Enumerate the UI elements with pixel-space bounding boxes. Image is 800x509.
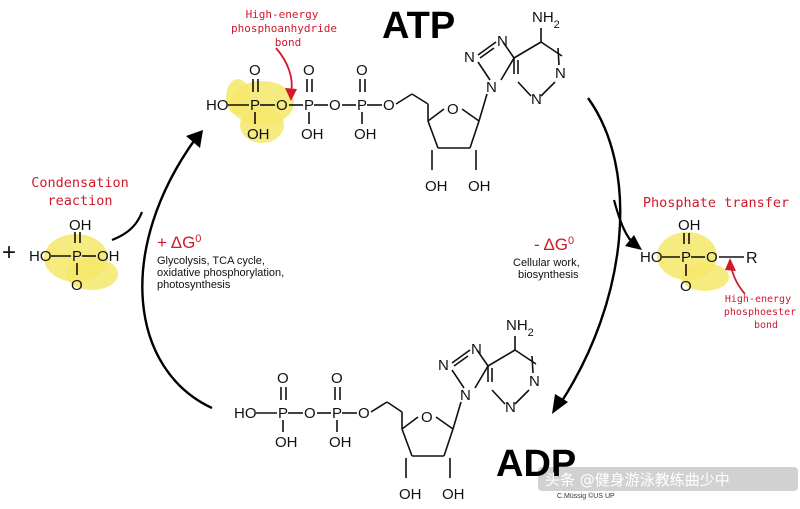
svg-text:P: P — [681, 249, 691, 266]
svg-text:O: O — [71, 277, 83, 294]
condensation-label: Condensation — [31, 175, 129, 191]
svg-text:O: O — [277, 370, 289, 387]
svg-text:Glycolysis, TCA cycle,: Glycolysis, TCA cycle, — [157, 255, 265, 267]
svg-text:N: N — [529, 373, 540, 390]
atp-title: ATP — [382, 5, 455, 47]
svg-text:N: N — [460, 387, 471, 404]
svg-text:OH: OH — [442, 486, 465, 503]
highlight-transfer-phosphate — [657, 232, 729, 291]
svg-text:- ΔG0: - ΔG0 — [534, 235, 574, 254]
adp-title: ADP — [496, 443, 576, 485]
free-phosphate: + HO P OH OH O — [2, 217, 120, 294]
atp-ho-label: HO — [206, 97, 229, 114]
annotation-ester-bond: High-energy phosphoester bond — [724, 258, 796, 331]
adp-molecule: HO P O P O O O OH OH — [234, 317, 540, 503]
svg-text:OH: OH — [69, 217, 92, 234]
atp-o3: O — [383, 97, 395, 114]
svg-text:O: O — [356, 62, 368, 79]
svg-text:OH: OH — [425, 178, 448, 195]
svg-text:OH: OH — [354, 126, 377, 143]
svg-text:phosphoester: phosphoester — [724, 307, 796, 318]
atp-nh2: NH2 — [532, 9, 560, 31]
svg-text:bond: bond — [754, 320, 778, 331]
svg-text:OH: OH — [329, 434, 352, 451]
svg-text:High-energy: High-energy — [246, 8, 319, 21]
svg-text:O: O — [331, 370, 343, 387]
atp-molecule: HO P O P O P O O O O OH OH OH — [206, 9, 566, 195]
svg-text:O: O — [447, 101, 459, 118]
svg-text:O: O — [680, 278, 692, 295]
watermark: 头条 @健身游泳教练曲少中 — [538, 467, 798, 491]
svg-text:OH: OH — [275, 434, 298, 451]
adp-nh2: NH2 — [506, 317, 534, 339]
atp-p2: P — [304, 97, 314, 114]
svg-text:oxidative phosphorylation,: oxidative phosphorylation, — [157, 267, 284, 279]
svg-text:O: O — [249, 62, 261, 79]
svg-text:+ ΔG0: + ΔG0 — [157, 233, 201, 252]
svg-text:OH: OH — [468, 178, 491, 195]
phosphate-transfer-label: Phosphate transfer — [643, 195, 789, 211]
credit-text: C.Müssig ©US UP — [557, 492, 615, 500]
svg-text:photosynthesis: photosynthesis — [157, 279, 231, 291]
annotation-anhydride-bond: High-energy phosphoanhydride bond — [231, 8, 337, 101]
svg-text:OH: OH — [399, 486, 422, 503]
svg-text:P: P — [278, 405, 288, 422]
highlight-free-phosphate — [44, 234, 118, 290]
svg-text:High-energy: High-energy — [725, 294, 791, 305]
svg-text:OH: OH — [97, 248, 120, 265]
minus-delta-g: - ΔG0 Cellular work, biosynthesis — [513, 235, 580, 281]
svg-text:R: R — [746, 250, 758, 267]
svg-text:头条 @健身游泳教练曲少中: 头条 @健身游泳教练曲少中 — [545, 471, 730, 489]
svg-text:OH: OH — [301, 126, 324, 143]
svg-text:N: N — [531, 91, 542, 108]
svg-text:N: N — [438, 357, 449, 374]
atp-p1: P — [250, 97, 260, 114]
svg-text:OH: OH — [247, 126, 270, 143]
svg-text:N: N — [464, 49, 475, 66]
svg-text:Cellular work,: Cellular work, — [513, 257, 580, 269]
svg-text:O: O — [706, 249, 718, 266]
svg-text:HO: HO — [234, 405, 257, 422]
svg-text:O: O — [303, 62, 315, 79]
annotation-condensation: Condensation reaction — [31, 175, 129, 209]
svg-text:O: O — [421, 409, 433, 426]
atp-o1: O — [276, 97, 288, 114]
svg-text:N: N — [555, 65, 566, 82]
svg-text:biosynthesis: biosynthesis — [518, 269, 579, 281]
atp-o2: O — [329, 97, 341, 114]
svg-text:P: P — [332, 405, 342, 422]
svg-text:N: N — [486, 79, 497, 96]
svg-text:phosphoanhydride: phosphoanhydride — [231, 22, 337, 35]
svg-text:O: O — [304, 405, 316, 422]
atp-p3: P — [357, 97, 367, 114]
svg-text:N: N — [471, 341, 482, 358]
plus-sign: + — [2, 239, 16, 266]
svg-text:bond: bond — [275, 36, 302, 49]
svg-text:OH: OH — [678, 217, 701, 234]
svg-text:reaction: reaction — [47, 193, 112, 209]
plus-delta-g: + ΔG0 Glycolysis, TCA cycle, oxidative p… — [157, 233, 284, 291]
svg-text:N: N — [497, 33, 508, 50]
cycle-arrows — [111, 97, 642, 414]
svg-text:HO: HO — [29, 248, 52, 265]
svg-text:N: N — [505, 399, 516, 416]
svg-text:O: O — [358, 405, 370, 422]
svg-text:HO: HO — [640, 249, 663, 266]
phosphate-ester: HO P O R OH O — [640, 217, 758, 295]
svg-text:P: P — [72, 248, 82, 265]
annotation-phosphate-transfer: Phosphate transfer — [643, 195, 789, 211]
highlight-terminal-phosphate — [226, 79, 294, 143]
